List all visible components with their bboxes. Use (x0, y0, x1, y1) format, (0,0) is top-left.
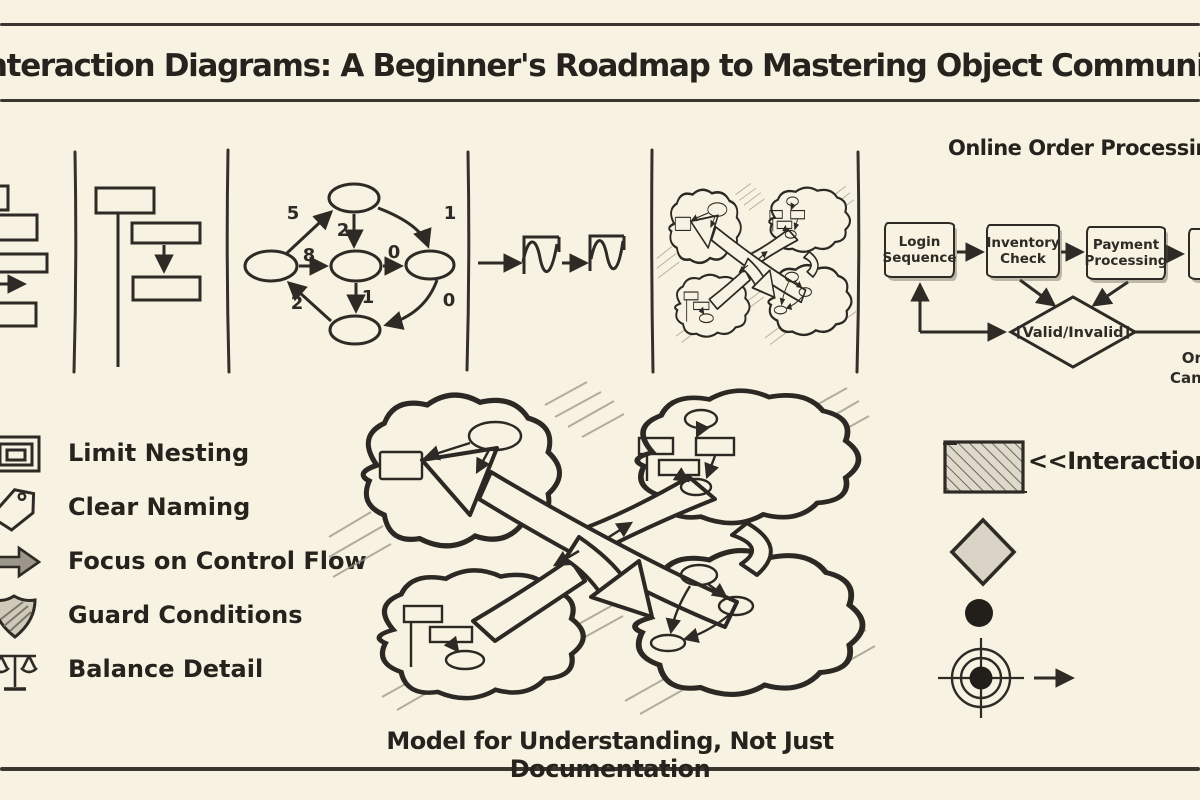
panel-timing-diagram (478, 234, 626, 274)
balance-scale-icon (0, 654, 38, 691)
shield-icon (0, 594, 37, 639)
title-band: UML Interaction Diagrams: A Beginner's R… (0, 36, 1200, 96)
figure-caption: Model for Understanding, Not Just Docume… (386, 727, 834, 783)
decision-diamond (1007, 295, 1139, 369)
panel-sequence-diagram (0, 184, 49, 328)
central-overview-figure (326, 374, 888, 719)
nested-squares-icon (0, 435, 41, 473)
tip-label: Balance Detail (68, 655, 264, 683)
message-number: 1 (362, 287, 375, 308)
decision-diamond-symbol (949, 517, 1017, 587)
flow-step-clipped (1188, 228, 1200, 280)
thick-arrow-icon (0, 545, 42, 579)
interaction-frame-swatch (943, 440, 1027, 494)
decision-label: [Valid/Invalid] (1016, 325, 1130, 341)
message-number: 0 (388, 242, 401, 263)
diagram-types-strip: 5 2 1 8 0 1 2 0 (0, 148, 861, 374)
tip-label: Limit Nesting (68, 439, 250, 467)
flow-step-login: Login Sequence (882, 222, 957, 278)
tag-icon (0, 488, 36, 532)
flow-step-inventory: Inventory Check (986, 224, 1060, 278)
cancel-note-line2: Cancelled (1170, 369, 1200, 388)
panel-hierarchy-diagram (94, 186, 202, 367)
message-number: 8 (303, 245, 316, 266)
tip-label: Focus on Control Flow (68, 547, 367, 575)
message-number: 1 (444, 203, 457, 224)
message-number: 2 (337, 220, 350, 241)
cancel-note-line1: Order (1181, 349, 1200, 367)
message-number: 5 (287, 203, 300, 224)
message-number-labels: 5 2 1 8 0 1 2 0 (287, 203, 457, 314)
top-rule (0, 23, 1200, 26)
interaction-stereotype-label: <<Interaction>> (1028, 447, 1200, 475)
bottom-rule (0, 767, 1200, 771)
panel-dividers (72, 148, 861, 374)
panel-interaction-overview (657, 183, 856, 344)
flow-step-payment: Payment Processing (1085, 226, 1167, 280)
page-title: UML Interaction Diagrams: A Beginner's R… (0, 48, 1200, 84)
example-heading: Online Order Processing (948, 136, 1200, 160)
cancel-note: Order Cancelled (1170, 348, 1200, 389)
tip-label: Clear Naming (68, 493, 251, 521)
title-bottom-rule (0, 99, 1200, 102)
message-number: 2 (291, 293, 304, 314)
tip-label: Guard Conditions (68, 601, 303, 629)
panel-communication-diagram: 5 2 1 8 0 1 2 0 (243, 182, 457, 346)
message-number: 0 (443, 290, 456, 311)
order-flowchart-connectors: [Valid/Invalid] (910, 242, 1200, 369)
final-node-symbol (938, 638, 1075, 718)
initial-node-symbol (965, 599, 993, 627)
